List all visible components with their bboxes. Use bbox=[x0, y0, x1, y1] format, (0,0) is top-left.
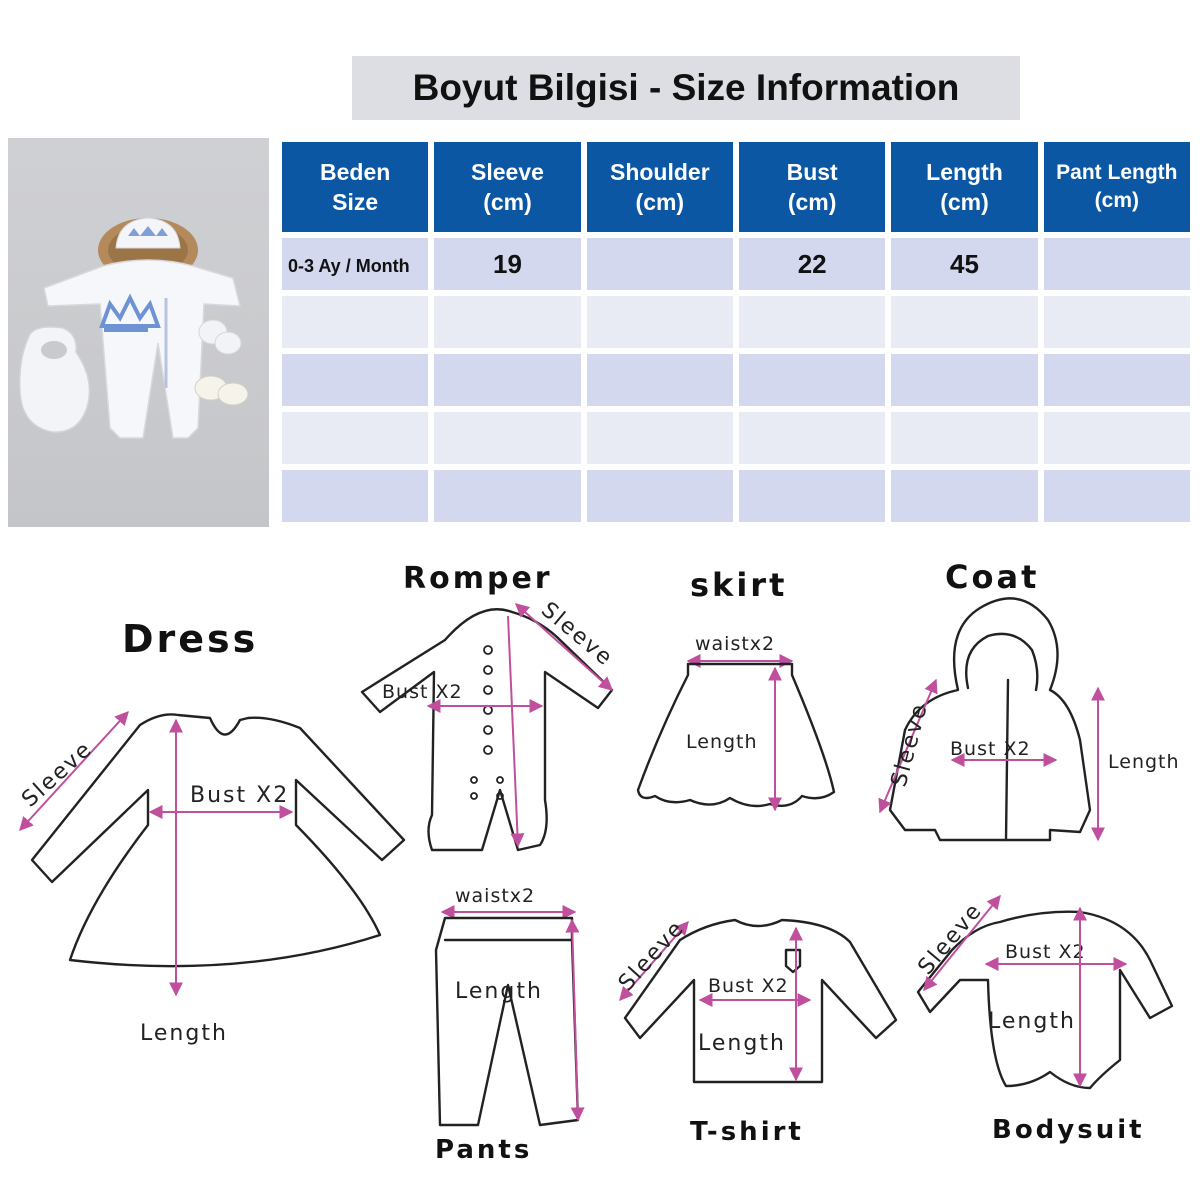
cell-length bbox=[891, 296, 1038, 348]
tshirt-pocket bbox=[784, 948, 802, 974]
cell-shoulder bbox=[586, 470, 733, 522]
header-shoulder: Shoulder(cm) bbox=[586, 142, 733, 232]
cell-shoulder bbox=[586, 296, 733, 348]
dress-sleeve-arrow bbox=[19, 710, 129, 832]
cell-size bbox=[282, 412, 429, 464]
romper-bust-label: Bust X2 bbox=[382, 681, 463, 703]
coat-diagram: Coat Sleeve Bust X2 Length bbox=[878, 558, 1180, 842]
dress-diagram: Dress Sleeve Bust X2 Length bbox=[17, 617, 406, 1046]
product-photo bbox=[8, 138, 269, 527]
romper-sleeve-label: Sleeve bbox=[536, 597, 618, 671]
bodysuit-length-label: Length bbox=[988, 1009, 1076, 1034]
title-banner: Boyut Bilgisi - Size Information bbox=[352, 56, 1020, 120]
cell-bust bbox=[738, 296, 886, 348]
dress-sleeve-label: Sleeve bbox=[17, 737, 97, 813]
cell-pant-length bbox=[1043, 238, 1190, 290]
cell-shoulder bbox=[586, 412, 733, 464]
cell-pant-length bbox=[1043, 470, 1190, 522]
tshirt-sleeve-arrow bbox=[619, 920, 689, 1002]
coat-length-label: Length bbox=[1108, 751, 1180, 773]
skirt-length-label: Length bbox=[686, 731, 758, 753]
pants-outline bbox=[434, 916, 580, 1127]
page-title: Boyut Bilgisi - Size Information bbox=[412, 67, 960, 108]
tshirt-length-label: Length bbox=[698, 1031, 786, 1056]
skirt-outline bbox=[636, 662, 836, 808]
cell-shoulder bbox=[586, 354, 733, 406]
header-bust: Bust(cm) bbox=[738, 142, 886, 232]
cell-size: 0-3 Ay / Month bbox=[282, 238, 429, 290]
baby-outfit-set-image bbox=[18, 217, 249, 439]
romper-sleeve-arrow bbox=[514, 603, 614, 691]
romper-diagram: Romper Sleeve Bust X2 bbox=[360, 561, 618, 852]
cell-sleeve bbox=[434, 470, 581, 522]
table-row: 0-3 Ay / Month 19 22 45 bbox=[282, 238, 1190, 290]
cell-pant-length bbox=[1043, 412, 1190, 464]
table-row bbox=[282, 412, 1190, 464]
coat-sleeve-arrow bbox=[878, 678, 938, 814]
cell-length bbox=[891, 354, 1038, 406]
tshirt-diagram: Sleeve Bust X2 Length T-shirt bbox=[614, 916, 898, 1147]
table-row bbox=[282, 470, 1190, 522]
cell-sleeve: 19 bbox=[434, 238, 581, 290]
romper-title: Romper bbox=[403, 561, 553, 596]
romper-outline bbox=[360, 608, 614, 852]
bodysuit-sleeve-label: Sleeve bbox=[913, 898, 987, 980]
cell-bust bbox=[738, 470, 886, 522]
pants-waist-label: waistx2 bbox=[455, 885, 535, 907]
cell-sleeve bbox=[434, 412, 581, 464]
header-sleeve: Sleeve(cm) bbox=[434, 142, 581, 232]
tshirt-sleeve-label: Sleeve bbox=[614, 916, 690, 996]
cell-pant-length bbox=[1043, 296, 1190, 348]
cell-size bbox=[282, 470, 429, 522]
bodysuit-diagram: Sleeve Bust X2 Length Bodysuit bbox=[913, 894, 1174, 1145]
cell-bust bbox=[738, 412, 886, 464]
romper-buttons bbox=[470, 645, 504, 800]
cell-length: 45 bbox=[891, 238, 1038, 290]
cell-size bbox=[282, 354, 429, 406]
pants-length-arrow bbox=[565, 918, 585, 1122]
pants-title: Pants bbox=[435, 1135, 532, 1165]
cell-sleeve bbox=[434, 354, 581, 406]
tshirt-outline bbox=[623, 918, 898, 1084]
cell-size bbox=[282, 296, 429, 348]
cell-length bbox=[891, 470, 1038, 522]
dress-outline bbox=[30, 713, 406, 968]
cell-pant-length bbox=[1043, 354, 1190, 406]
cell-bust: 22 bbox=[738, 238, 886, 290]
header-pant-length: Pant Length(cm) bbox=[1043, 142, 1190, 232]
coat-title: Coat bbox=[945, 558, 1039, 596]
dress-bust-label: Bust X2 bbox=[190, 783, 289, 808]
cell-shoulder bbox=[586, 238, 733, 290]
cell-sleeve bbox=[434, 296, 581, 348]
skirt-waist-label: waistx2 bbox=[695, 633, 775, 655]
tshirt-bust-label: Bust X2 bbox=[708, 975, 789, 997]
measurement-diagrams: Dress Sleeve Bust X2 Length Romper Sleev… bbox=[17, 558, 1180, 1165]
pants-length-label: Length bbox=[455, 979, 543, 1004]
bodysuit-bust-label: Bust X2 bbox=[1005, 941, 1086, 963]
bodysuit-sleeve-arrow bbox=[923, 894, 1001, 992]
skirt-title: skirt bbox=[690, 566, 787, 604]
dress-length-label: Length bbox=[140, 1021, 228, 1046]
cell-length bbox=[891, 412, 1038, 464]
skirt-diagram: skirt waistx2 Length bbox=[636, 566, 836, 812]
coat-sleeve-label: Sleeve bbox=[887, 700, 933, 789]
coat-hood-inner bbox=[965, 632, 1039, 692]
romper-length-arrow bbox=[507, 615, 525, 848]
table-row bbox=[282, 296, 1190, 348]
header-length: Length(cm) bbox=[891, 142, 1038, 232]
dress-title: Dress bbox=[122, 617, 258, 661]
cell-bust bbox=[738, 354, 886, 406]
pants-diagram: waistx2 Length Pants bbox=[434, 885, 585, 1165]
tshirt-title: T-shirt bbox=[690, 1117, 804, 1147]
coat-bust-label: Bust X2 bbox=[950, 738, 1031, 760]
bodysuit-title: Bodysuit bbox=[992, 1115, 1145, 1145]
table-row bbox=[282, 354, 1190, 406]
